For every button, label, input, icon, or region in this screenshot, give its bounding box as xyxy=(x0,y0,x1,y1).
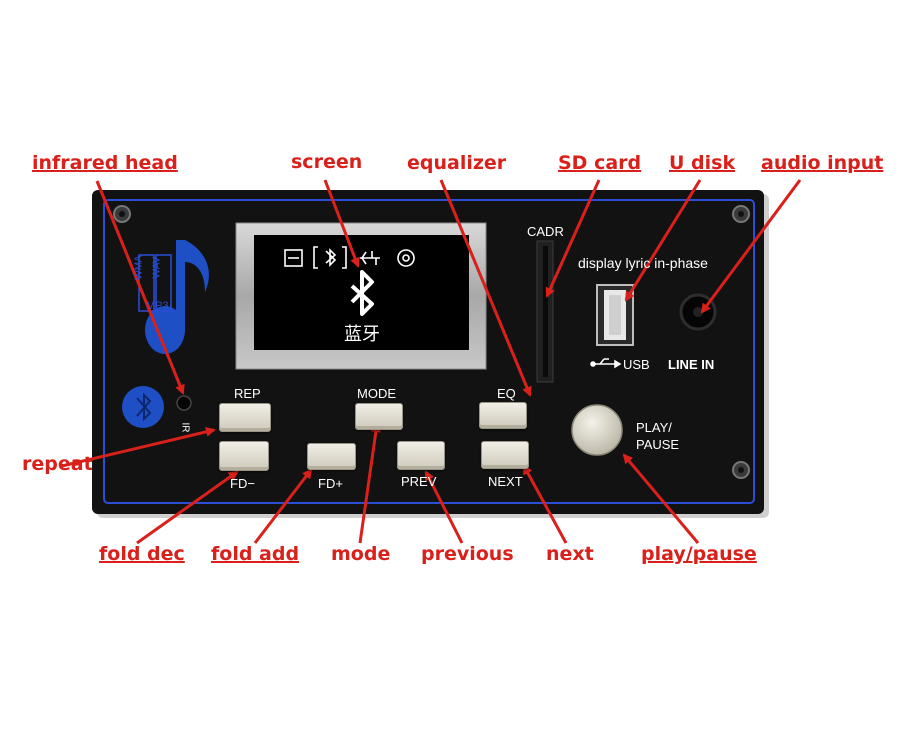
logo-format-mp3: MP3 xyxy=(146,300,169,312)
callout-screen: screen xyxy=(291,151,363,173)
play-pause-knob xyxy=(571,404,623,456)
fd-minus-button-label: FD− xyxy=(230,476,255,491)
arrow-screen xyxy=(323,179,360,268)
screen-bluetooth-label: 蓝牙 xyxy=(344,324,380,345)
play-pause-label-line-2: PAUSE xyxy=(636,437,680,452)
screen-status-icons xyxy=(284,246,415,269)
prev-button-label: PREV xyxy=(401,474,437,489)
callout-fold-dec: fold dec xyxy=(99,543,185,565)
arrow-fold-add xyxy=(253,468,313,544)
arrow-infrared-head xyxy=(95,180,185,395)
callout-repeat: repeat xyxy=(22,453,93,475)
callout-u-disk: U disk xyxy=(669,152,736,174)
fd-plus-button-label: FD+ xyxy=(318,476,343,491)
mode-button[interactable] xyxy=(355,403,403,430)
fd-minus-button[interactable] xyxy=(219,441,269,471)
usb-symbol-icon xyxy=(590,358,622,369)
next-button-label: NEXT xyxy=(488,474,523,489)
arrow-sd-card xyxy=(545,179,601,298)
lyric-label: display lyric in-phase xyxy=(578,255,708,271)
callout-mode: mode xyxy=(331,543,391,565)
rep-button-label: REP xyxy=(234,386,261,401)
play-pause-label-line-1: PLAY/ xyxy=(636,420,672,435)
rep-button[interactable] xyxy=(219,403,271,432)
panel-border xyxy=(103,199,755,504)
arrow-fold-dec xyxy=(136,470,239,545)
mode-button-label: MODE xyxy=(357,386,396,401)
arrow-repeat xyxy=(61,426,216,468)
arrow-equalizer xyxy=(439,179,532,397)
callout-play-pause: play/pause xyxy=(641,543,757,565)
arrow-play-pause xyxy=(622,453,700,544)
callout-infrared-head: infrared head xyxy=(32,152,178,174)
callout-fold-add: fold add xyxy=(211,543,300,565)
callout-sd-card: SD card xyxy=(558,152,642,174)
card-slot-label: CADR xyxy=(527,224,564,239)
infrared-receiver xyxy=(176,395,192,411)
arrow-previous xyxy=(424,470,464,544)
arrow-mode xyxy=(358,422,381,544)
prev-button[interactable] xyxy=(397,441,445,470)
music-note-logo xyxy=(138,240,209,354)
usb-label: USB xyxy=(623,357,650,372)
mounting-holes xyxy=(113,205,750,479)
arrow-audio-input xyxy=(700,179,802,314)
callout-previous: previous xyxy=(421,543,514,565)
callout-equalizer: equalizer xyxy=(407,152,507,174)
logo-format-wma: WMA xyxy=(133,255,145,280)
arrow-next xyxy=(522,464,568,544)
eq-button[interactable] xyxy=(479,402,527,429)
line-in-label: LINE IN xyxy=(668,357,715,372)
screen-bluetooth-icon xyxy=(350,270,374,316)
bluetooth-badge xyxy=(122,386,164,428)
callout-next: next xyxy=(546,543,594,565)
eq-button-label: EQ xyxy=(497,386,516,401)
logo-format-wav: WAV xyxy=(151,256,163,279)
ir-label: IR xyxy=(179,422,191,433)
next-button[interactable] xyxy=(481,441,529,469)
arrow-u-disk xyxy=(624,179,702,302)
callout-audio-input: audio input xyxy=(761,152,884,174)
fd-plus-button[interactable] xyxy=(307,443,356,470)
